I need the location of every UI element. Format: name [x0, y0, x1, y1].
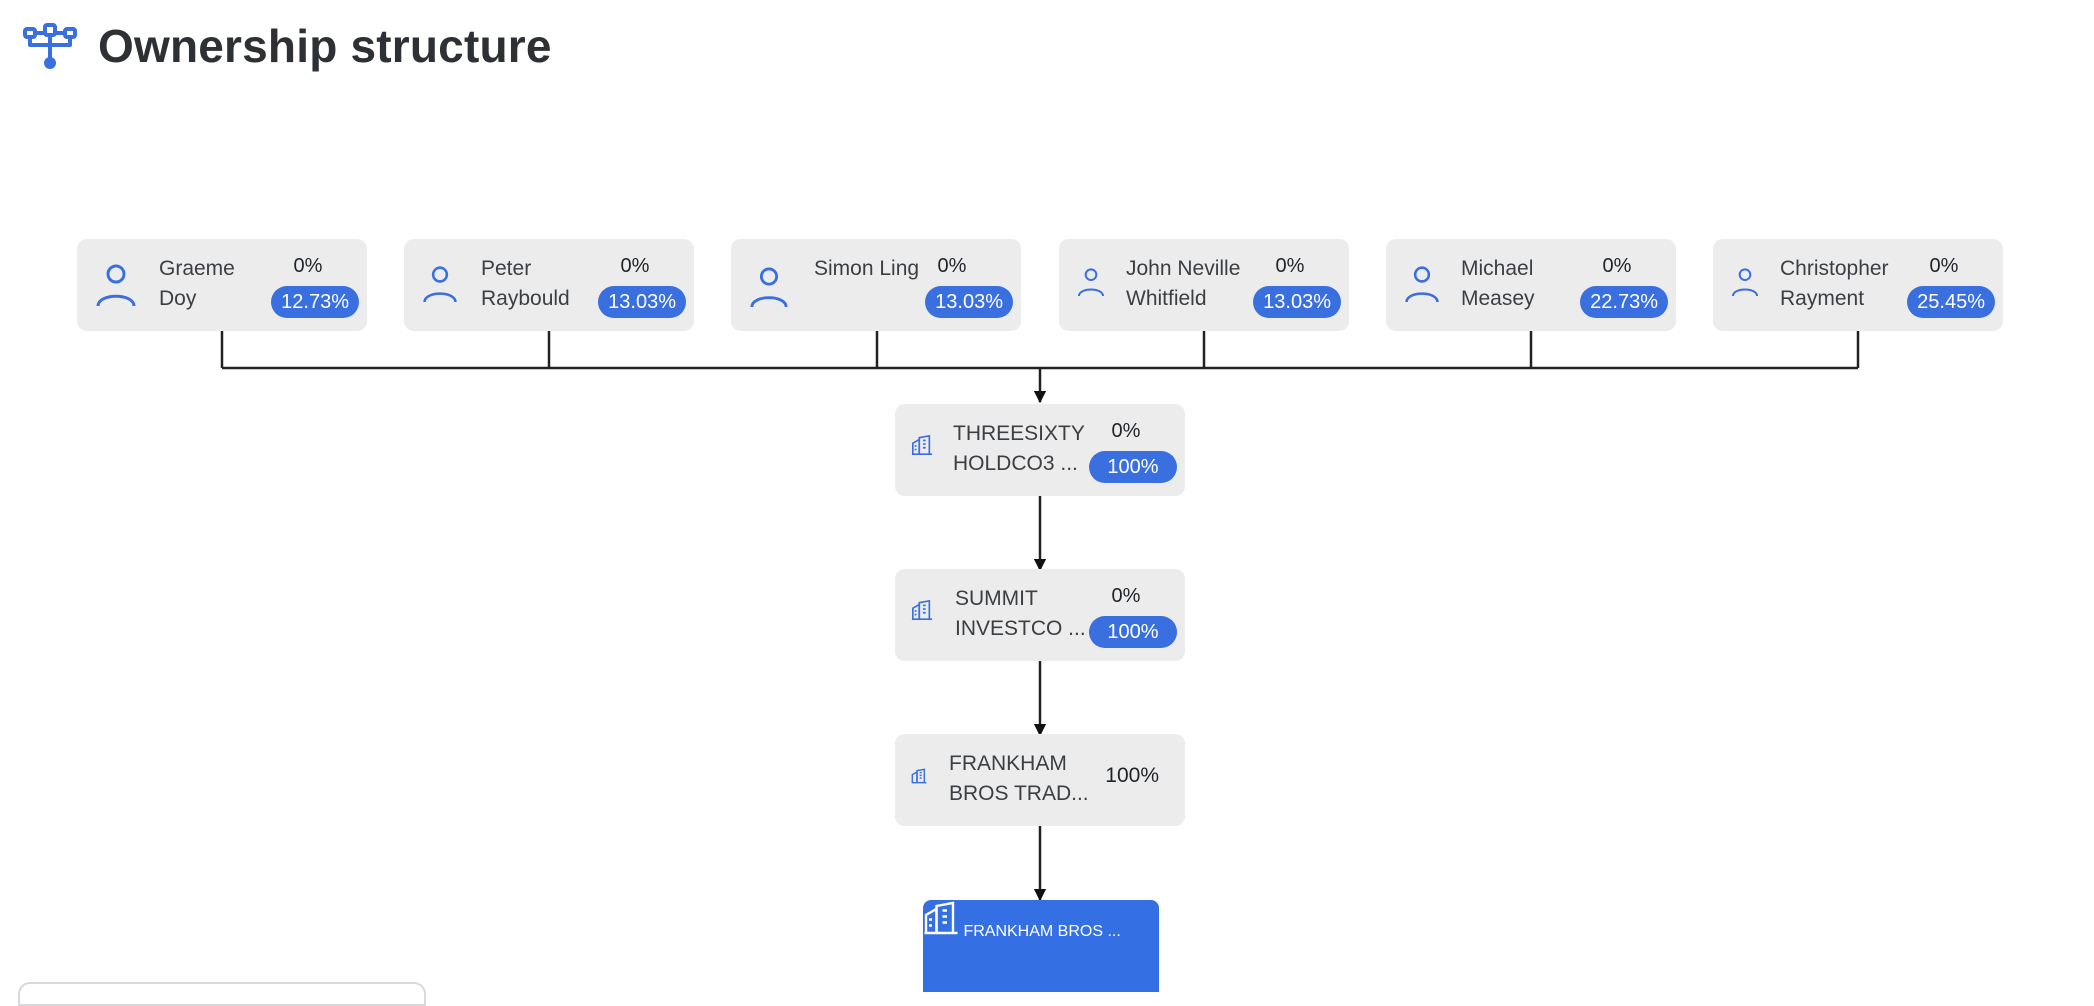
percentage-badge: 100% — [1089, 616, 1177, 648]
shareholder-node[interactable]: Michael Measey 0% 22.73% — [1386, 239, 1676, 331]
ownership-value: 0% — [1929, 255, 1959, 277]
person-icon — [422, 263, 458, 305]
ownership-value: 0% — [620, 255, 650, 277]
bottom-panel-tab[interactable] — [18, 982, 426, 1006]
building-icon — [911, 599, 933, 621]
company-node[interactable]: FRANKHAM BROS TRAD... 100% — [895, 734, 1185, 826]
person-icon — [1077, 265, 1105, 299]
company-name: FRANKHAM BROS ... — [963, 923, 1121, 940]
person-icon — [95, 261, 137, 309]
person-icon — [1731, 265, 1759, 299]
shareholder-name: Michael Measey — [1461, 257, 1535, 310]
company-name: SUMMIT INVESTCO ... — [955, 587, 1086, 640]
shareholder-node[interactable]: John Neville Whitfield 0% 13.03% — [1059, 239, 1349, 331]
ownership-value: 0% — [1602, 255, 1632, 277]
shareholder-node[interactable]: Peter Raybould 0% 13.03% — [404, 239, 694, 331]
person-icon — [749, 264, 789, 310]
page-title: Ownership structure — [98, 20, 552, 72]
shareholder-node[interactable]: Graeme Doy 0% 12.73% — [77, 239, 367, 331]
building-icon — [911, 434, 933, 456]
percentage-badge: 25.45% — [1907, 286, 1995, 318]
ownership-value: 0% — [1111, 420, 1141, 442]
page-header: Ownership structure — [20, 16, 552, 76]
person-icon — [1404, 263, 1440, 305]
shareholder-name: Christopher Rayment — [1780, 257, 1889, 310]
shareholder-node[interactable]: Simon Ling 0% 13.03% — [731, 239, 1021, 331]
company-node[interactable]: SUMMIT INVESTCO ... 0% 100% — [895, 569, 1185, 661]
ownership-value: 0% — [293, 255, 323, 277]
ownership-percentage: 100% — [1105, 764, 1159, 787]
percentage-badge: 13.03% — [1253, 286, 1341, 318]
ownership-value: 0% — [937, 255, 967, 277]
building-icon — [923, 901, 963, 940]
percentage-badge: 100% — [1089, 451, 1177, 483]
percentage-badge: 13.03% — [598, 286, 686, 318]
target-company-node[interactable]: FRANKHAM BROS ... — [923, 900, 1159, 992]
percentage-badge: 22.73% — [1580, 286, 1668, 318]
shareholder-node[interactable]: Christopher Rayment 0% 25.45% — [1713, 239, 2003, 331]
percentage-badge: 13.03% — [925, 286, 1013, 318]
shareholder-name: Peter Raybould — [481, 257, 570, 310]
company-node[interactable]: THREESIXTY HOLDCO3 ... 0% 100% — [895, 404, 1185, 496]
shareholder-name: Simon Ling — [814, 257, 920, 280]
ownership-value: 0% — [1111, 585, 1141, 607]
ownership-value: 0% — [1275, 255, 1305, 277]
company-name: FRANKHAM BROS TRAD... — [949, 752, 1089, 805]
shareholder-name: John Neville Whitfield — [1126, 257, 1241, 310]
company-name: THREESIXTY HOLDCO3 ... — [953, 422, 1085, 475]
percentage-badge: 12.73% — [271, 286, 359, 318]
shareholder-name: Graeme Doy — [159, 257, 235, 310]
building-icon — [911, 768, 927, 784]
org-structure-icon — [23, 23, 77, 69]
